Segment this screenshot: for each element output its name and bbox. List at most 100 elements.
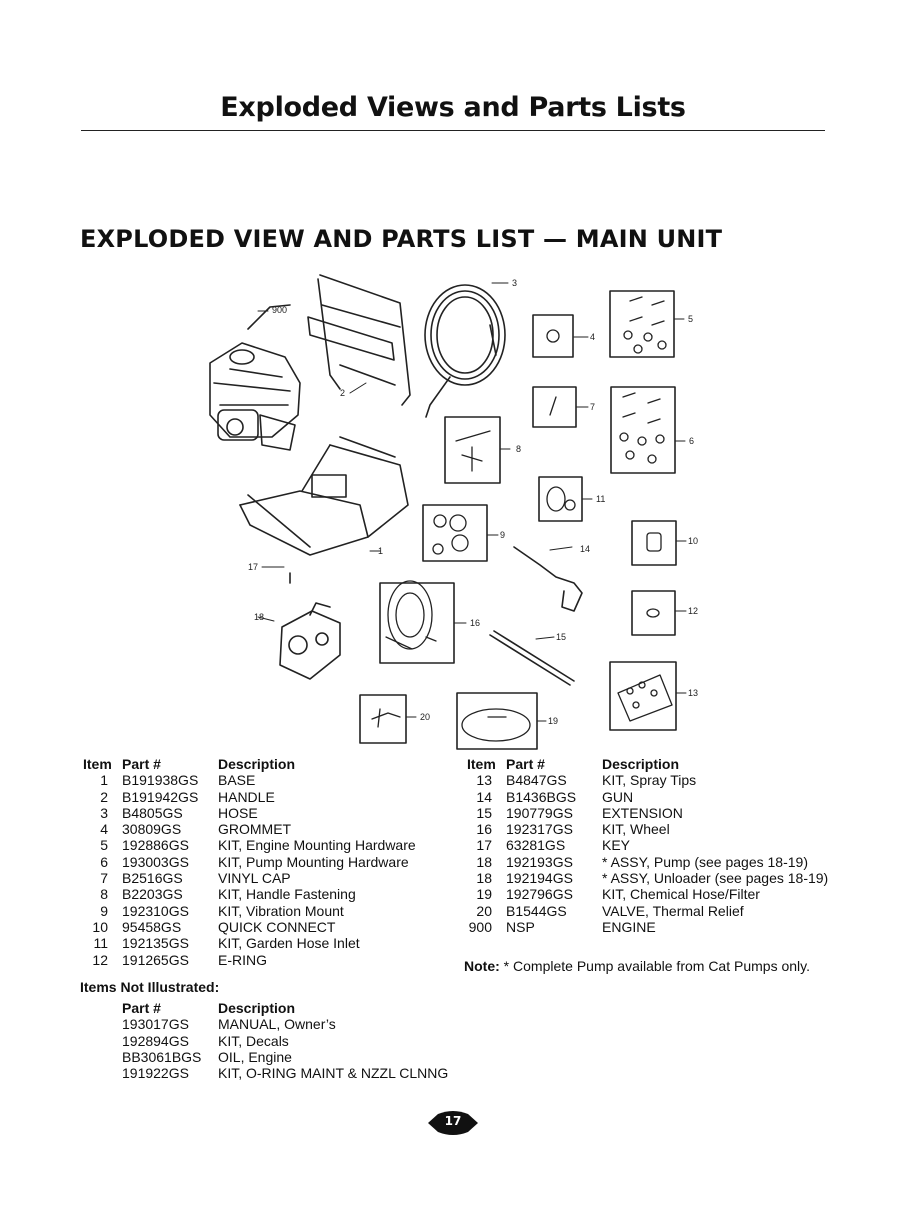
callout-13: 13	[688, 688, 698, 698]
part-number: 192135GS	[122, 935, 189, 952]
part-description: OIL, Engine	[218, 1048, 292, 1065]
table-header-row: Part # Description	[80, 1000, 480, 1016]
part-number: 192317GS	[506, 821, 573, 838]
part-description: VINYL CAP	[218, 870, 291, 887]
callout-9: 9	[500, 530, 505, 540]
part-description: KIT, O-RING MAINT & NZZL CLNNG	[218, 1065, 449, 1082]
table-header-row: Item Part # Description	[464, 756, 844, 772]
note-text: * Complete Pump available from Cat Pumps…	[503, 958, 810, 974]
callout-17: 17	[248, 562, 258, 572]
part-number: 193003GS	[122, 853, 189, 870]
item-number: 900	[468, 918, 492, 935]
part-description: KIT, Decals	[218, 1032, 289, 1049]
part-number: B191942GS	[122, 788, 199, 805]
page-header-title: Exploded Views and Parts Lists	[220, 92, 686, 123]
table-row: BB3061BGS OIL, Engine	[80, 1049, 480, 1065]
item-number: 7	[100, 870, 108, 887]
callout-11: 11	[596, 494, 605, 504]
part-description: ENGINE	[602, 918, 656, 935]
part-description: KIT, Engine Mounting Hardware	[218, 837, 416, 854]
callout-20: 20	[420, 712, 430, 722]
engine-illustration	[209, 304, 301, 451]
table-header-row: Item Part # Description	[80, 756, 450, 772]
part-boxes	[359, 290, 677, 750]
callout-3: 3	[512, 278, 517, 288]
items-not-illustrated-heading: Items Not Illustrated:	[80, 979, 220, 995]
part-number: B4847GS	[506, 772, 567, 789]
part-description: KIT, Wheel	[602, 821, 670, 838]
section-title: EXPLODED VIEW AND PARTS LIST — MAIN UNIT	[80, 225, 723, 253]
item-number: 3	[100, 804, 108, 821]
part-description: KIT, Handle Fastening	[218, 886, 356, 903]
leader-lines	[257, 282, 687, 722]
part-description: GROMMET	[218, 821, 292, 838]
callout-1: 1	[378, 546, 383, 556]
callout-16: 16	[470, 618, 480, 628]
part-number: 192310GS	[122, 902, 189, 919]
part-number: B1544GS	[506, 902, 567, 919]
item-number: 14	[476, 788, 492, 805]
part-number: BB3061BGS	[122, 1048, 202, 1065]
handle-illustration	[307, 274, 411, 406]
page-number-badge	[428, 1111, 478, 1135]
part-number: 192194GS	[506, 870, 573, 887]
part-number: B1436BGS	[506, 788, 577, 805]
part-number: 191265GS	[122, 951, 189, 968]
part-number: 95458GS	[122, 918, 182, 935]
callout-10: 10	[688, 536, 698, 546]
part-description: KIT, Spray Tips	[602, 772, 697, 789]
gun-extension-pump-illustration	[279, 546, 583, 686]
description-header: Description	[602, 756, 680, 772]
callout-7: 7	[590, 402, 595, 412]
callout-2: 2	[340, 388, 345, 398]
callout-18: 18	[254, 612, 264, 622]
callout-5: 5	[688, 314, 693, 324]
callout-6: 6	[689, 436, 694, 446]
part-description: * ASSY, Unloader (see pages 18-19)	[602, 870, 829, 887]
part-description: HOSE	[218, 804, 258, 821]
item-number: 4	[100, 821, 108, 838]
item-number: 17	[476, 837, 492, 854]
table-row: 14 B1436BGS GUN	[464, 789, 844, 805]
item-number: 16	[476, 821, 492, 838]
part-number: 192796GS	[506, 886, 573, 903]
callout-8: 8	[516, 444, 521, 454]
item-number: 1	[100, 772, 108, 789]
callout-19: 19	[548, 716, 558, 726]
callout-4: 4	[590, 332, 595, 342]
part-description: EXTENSION	[602, 804, 683, 821]
part-details	[371, 296, 673, 742]
base-illustration	[239, 436, 409, 556]
item-number: 15	[476, 804, 492, 821]
part-description: E-RING	[218, 951, 267, 968]
item-number: 9	[100, 902, 108, 919]
part-description: GUN	[602, 788, 634, 805]
part-description: HANDLE	[218, 788, 275, 805]
item-number: 19	[476, 886, 492, 903]
part-number: NSP	[506, 918, 535, 935]
hose-illustration	[424, 284, 506, 418]
part-number: 192193GS	[506, 853, 573, 870]
part-description: * ASSY, Pump (see pages 18-19)	[602, 853, 808, 870]
part-number: B2516GS	[122, 870, 183, 887]
header-divider	[81, 130, 825, 131]
item-number: 11	[93, 935, 108, 952]
page-number: 17	[444, 1114, 462, 1128]
exploded-view-diagram: 900 3 2 4 5 7 6 8 11 1 9 14 10 17 18 16 …	[209, 274, 698, 750]
